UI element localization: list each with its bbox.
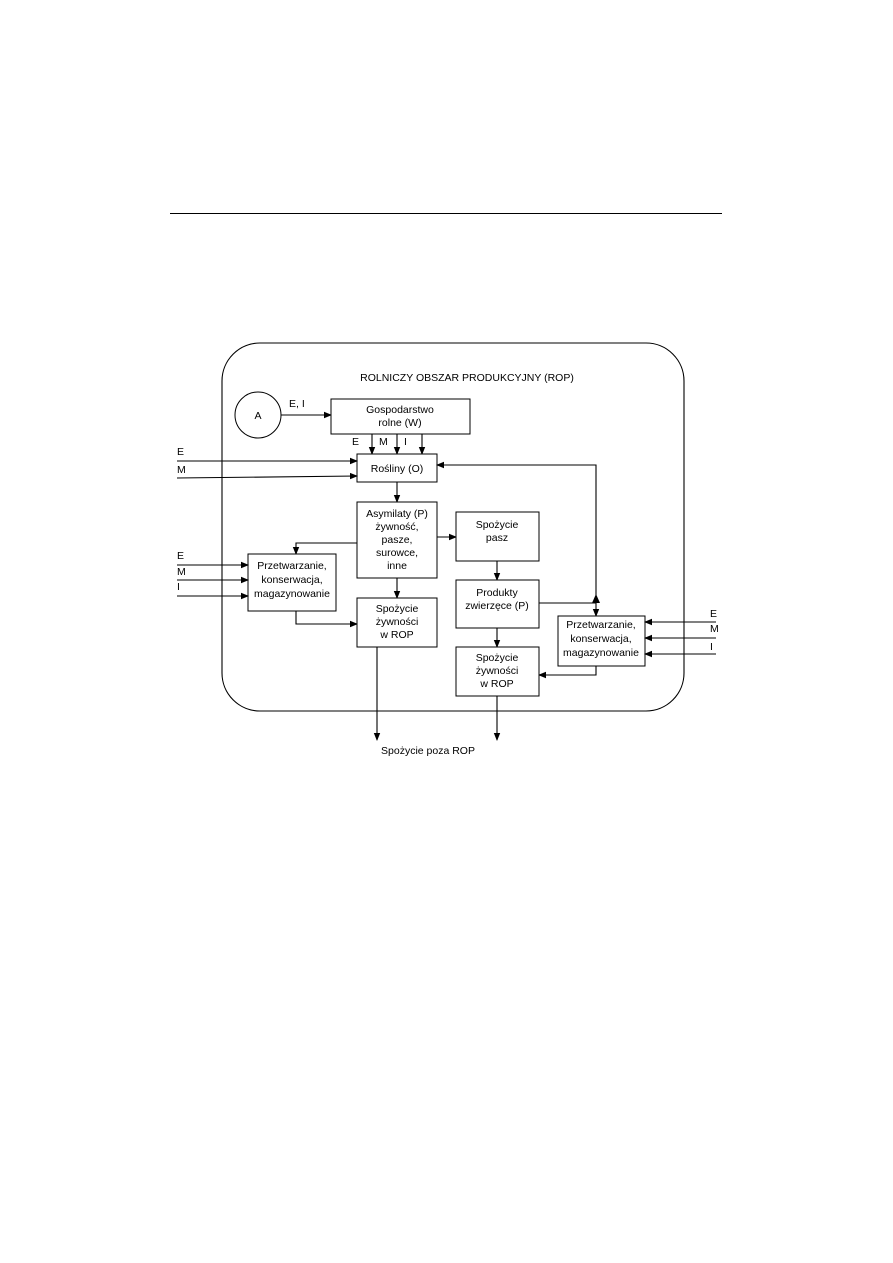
right-food-consumption-label-1: Spożycie <box>476 652 519 664</box>
farm-node <box>330 398 471 435</box>
animal-products-node <box>455 579 540 629</box>
right-processing-label-1: Przetwarzanie, <box>566 619 635 631</box>
right-in-i-label: I <box>710 641 713 653</box>
farm-m-label: M <box>379 436 388 448</box>
rop-title: ROLNICZY OBSZAR PRODUKCYJNY (ROP) <box>360 372 574 384</box>
right-processing-node <box>557 615 646 667</box>
assimilates-label-1: Asymilaty (P) <box>366 508 428 520</box>
left-in-e-label: E <box>177 550 184 562</box>
feed-consumption-label-2: pasz <box>486 532 508 544</box>
right-processing-to-plants-arrow <box>436 461 597 596</box>
feed-consumption-node <box>455 511 540 562</box>
right-processing-label-3: magazynowanie <box>563 647 639 659</box>
left-processing-label-2: konserwacja, <box>261 574 322 586</box>
farm-i-label: I <box>404 436 407 448</box>
right-in-m-label: M <box>710 623 719 635</box>
left-food-consumption-label-1: Spożycie <box>376 603 419 615</box>
animal-products-label-1: Produkty <box>476 587 518 599</box>
left-processing-to-consumption-arrow <box>295 611 358 628</box>
plants-in-m-arrow <box>176 472 358 480</box>
right-processing-to-consumption-arrow <box>538 666 597 679</box>
left-in-i-label: I <box>177 581 180 593</box>
rop-region <box>221 342 685 712</box>
left-food-consumption-label-3: w ROP <box>379 629 413 641</box>
right-food-consumption-label-3: w ROP <box>479 678 513 690</box>
right-food-consumption-node <box>455 646 540 697</box>
assimilates-to-left-processing-arrow <box>292 542 357 555</box>
right-food-consumption-label-2: żywności <box>476 665 519 677</box>
left-food-consumption-label-2: żywności <box>376 616 419 628</box>
farm-label-2: rolne (W) <box>378 417 421 429</box>
actor-a-label: A <box>254 410 261 422</box>
outside-consumption-label: Spożycie poza ROP <box>381 745 475 757</box>
a-to-farm-label: E, I <box>289 398 305 410</box>
left-processing-label-3: magazynowanie <box>254 588 330 600</box>
feed-consumption-label-1: Spożycie <box>476 519 519 531</box>
assimilates-label-5: inne <box>387 560 407 572</box>
assimilates-node <box>356 501 438 579</box>
left-processing-node <box>247 553 337 612</box>
plants-in-m-label: M <box>177 464 186 476</box>
plants-in-e-label: E <box>177 446 184 458</box>
header-rule <box>170 213 722 214</box>
assimilates-label-3: pasze, <box>382 534 413 546</box>
right-in-e-label: E <box>710 608 717 620</box>
farm-e-label: E <box>352 436 359 448</box>
assimilates-label-4: surowce, <box>376 547 418 559</box>
right-processing-label-2: konserwacja, <box>570 633 631 645</box>
left-food-consumption-node <box>356 597 438 648</box>
left-processing-label-1: Przetwarzanie, <box>257 560 326 572</box>
left-in-m-label: M <box>177 566 186 578</box>
farm-label-1: Gospodarstwo <box>366 404 434 416</box>
up-arrowhead <box>592 594 600 603</box>
animal-products-label-2: zwierzęce (P) <box>465 600 529 612</box>
assimilates-label-2: żywność, <box>375 521 418 533</box>
plants-label: Rośliny (O) <box>371 463 424 475</box>
